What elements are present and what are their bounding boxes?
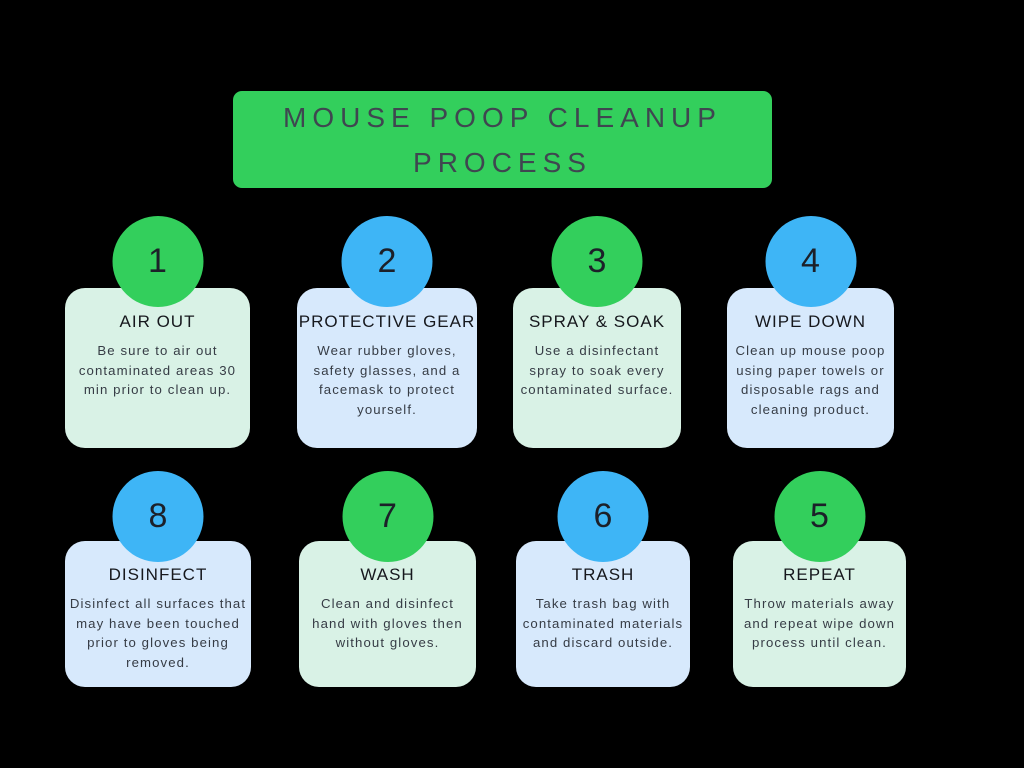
- step-description: Wear rubber gloves, safety glasses, and …: [313, 343, 461, 417]
- step-description: Throw materials away and repeat wipe dow…: [743, 596, 896, 650]
- step-number-circle: 1: [112, 216, 203, 307]
- step-number: 6: [593, 497, 613, 535]
- step-number-circle: 4: [765, 216, 856, 307]
- page-title-line-1: MOUSE POOP CLEANUP: [283, 101, 722, 133]
- step-title: PROTECTIVE GEAR: [298, 312, 476, 331]
- step-number-circle: 6: [557, 471, 649, 562]
- step-title: WASH: [360, 565, 415, 584]
- step-number-circle: 5: [774, 471, 865, 562]
- step-number: 4: [801, 242, 820, 280]
- step-description: Disinfect all surfaces that may have bee…: [69, 596, 247, 670]
- step-description: Clean up mouse poop using paper towels o…: [735, 343, 886, 417]
- step-description: Use a disinfectant spray to soak every c…: [520, 343, 674, 397]
- step-number: 8: [148, 497, 168, 535]
- step-card-4-wipe-down: 4 WIPE DOWN Clean up mouse poop using pa…: [727, 216, 894, 448]
- step-number: 5: [810, 497, 829, 535]
- step-card-7-wash: 7 WASH Clean and disinfect hand with glo…: [299, 471, 476, 687]
- step-number: 1: [148, 242, 167, 280]
- step-number-circle: 8: [112, 471, 204, 562]
- step-title: TRASH: [571, 565, 635, 584]
- step-number-circle: 7: [342, 471, 433, 562]
- step-card-5-repeat: 5 REPEAT Throw materials away and repeat…: [733, 471, 906, 687]
- step-number-circle: 3: [551, 216, 643, 307]
- step-card-3-spray-soak: 3 SPRAY & SOAK Use a disinfectant spray …: [513, 216, 681, 448]
- step-number-circle: 2: [341, 216, 433, 307]
- step-title: SPRAY & SOAK: [528, 312, 666, 331]
- step-number: 2: [377, 242, 397, 280]
- step-title: REPEAT: [783, 565, 856, 584]
- step-description: Be sure to air out contaminated areas 30…: [78, 343, 237, 397]
- step-card-1-air-out: 1 AIR OUT Be sure to air out contaminate…: [65, 216, 250, 448]
- step-title: AIR OUT: [119, 312, 196, 331]
- step-title: WIPE DOWN: [755, 312, 866, 331]
- step-card-8-disinfect: 8 DISINFECT Disinfect all surfaces that …: [65, 471, 251, 687]
- step-description: Clean and disinfect hand with gloves the…: [312, 596, 463, 650]
- step-title: DISINFECT: [108, 565, 208, 584]
- step-card-2-protective-gear: 2 PROTECTIVE GEAR Wear rubber gloves, sa…: [297, 216, 477, 448]
- step-number: 3: [587, 242, 607, 280]
- step-description: Take trash bag with contaminated materia…: [522, 596, 684, 650]
- title-banner: MOUSE POOP CLEANUP PROCESS: [233, 91, 772, 188]
- step-card-6-trash: 6 TRASH Take trash bag with contaminated…: [516, 471, 690, 687]
- page-title-line-2: PROCESS: [413, 146, 592, 178]
- step-number: 7: [378, 497, 397, 535]
